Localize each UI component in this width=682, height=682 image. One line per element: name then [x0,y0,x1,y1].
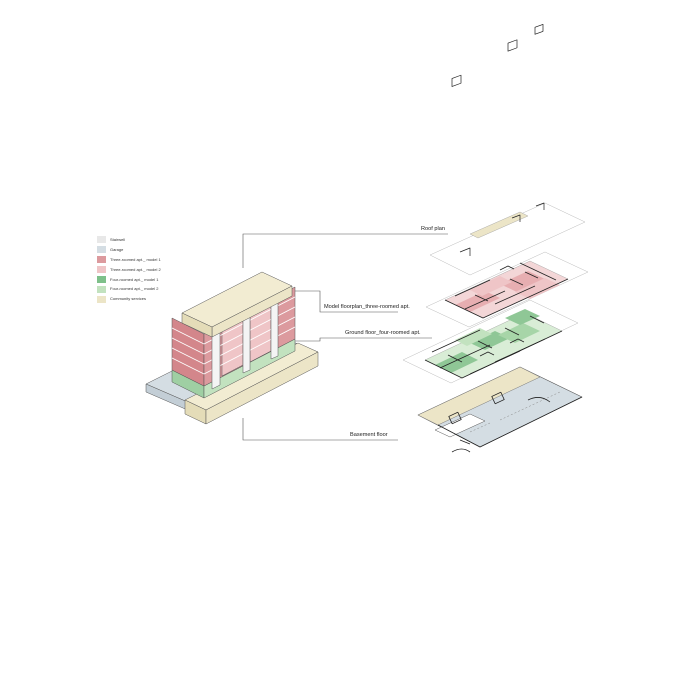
legend-label: Four-roomed apt._ model 2 [110,286,159,292]
legend-label: Garage [110,246,124,252]
legend-label: Three-roomed apt._ model 1 [110,256,161,262]
legend-item-community-services: Community services [97,294,187,304]
community-podium-side [205,351,319,425]
building-axonometric [145,271,319,425]
basement-community [417,366,541,426]
legend-swatch [97,266,106,274]
callout-basement-floor: Basement floor [350,432,388,438]
leader-roof [242,233,448,268]
callout-roof-plan: Roof plan [421,226,445,232]
legend-item-four-roomed-1: Four-roomed apt._ model 1 [97,275,187,285]
roof-community-strip [469,211,529,239]
basement-parking-dashes [469,391,561,433]
legend-swatch [97,236,106,244]
legend-label: Three-roomed apt._ model 2 [110,266,161,272]
callout-model-floorplan: Model floorplan_three-roomed apt. [324,304,410,310]
ground-floorplan [402,299,579,384]
legend-item-three-roomed-1: Three-roomed apt._ model 1 [97,255,187,265]
roof-bar-side [181,312,213,338]
floor-lines-left [171,327,205,375]
legend-label: Four-roomed apt._ model 1 [110,276,159,282]
leader-ground-floor [295,337,432,342]
basement-ramp [434,413,486,438]
legend-label: Stairwell [110,236,126,242]
legend-item-stairwell: Stairwell [97,235,187,245]
legend-swatch [97,295,106,303]
ground-floor-walls [424,315,563,379]
leader-model-floor [295,290,398,313]
legend-item-garage: Garage [97,245,187,255]
legend-swatch [97,276,106,283]
legend-swatch [97,246,106,254]
legend-swatch [97,256,106,264]
legend-label: Community services [110,296,147,302]
legend: Stairwell Garage Three-roomed apt._ mode… [97,235,187,304]
leader-basement [242,418,398,441]
roof-plan [429,23,586,276]
legend-item-three-roomed-2: Three-roomed apt._ model 2 [97,265,187,275]
basement-details [437,391,583,453]
model-floorplan [425,251,589,328]
callout-lines [242,233,448,441]
legend-swatch [97,285,106,293]
callout-ground-floor: Ground floor_four-roomed apt. [345,330,421,336]
legend-item-four-roomed-2: Four-roomed apt._ model 2 [97,284,187,294]
model-floor-walls [444,262,569,319]
basement-floorplan [417,366,583,453]
